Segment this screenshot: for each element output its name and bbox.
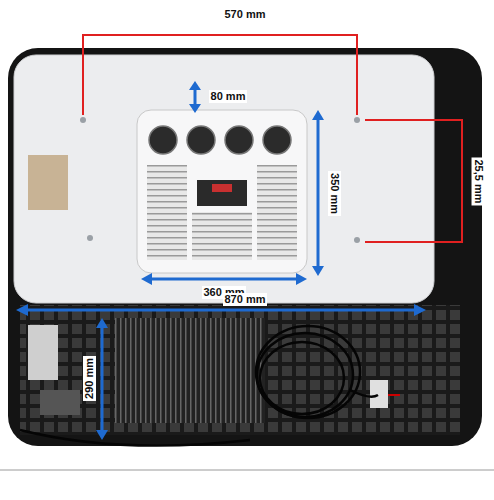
- blue-dimension-arrows: [16, 81, 426, 440]
- display: [197, 180, 247, 206]
- grille: [147, 165, 187, 260]
- indoor-unit: [137, 110, 307, 273]
- dimension-label: 870 mm: [223, 293, 268, 306]
- connector: [370, 380, 388, 408]
- cable: [20, 326, 378, 446]
- grille: [257, 165, 297, 260]
- coil: [115, 318, 265, 423]
- dimension-label: 25,5 mm: [472, 157, 485, 205]
- red-dimension-lines: [83, 35, 462, 242]
- top-panel: [14, 55, 434, 303]
- dimension-label: 80 mm: [209, 90, 248, 103]
- grille: [192, 212, 252, 260]
- wire: [388, 394, 400, 396]
- sticker: [28, 155, 68, 210]
- ground-line: [0, 470, 494, 471]
- lower-grille: [20, 305, 460, 435]
- component: [40, 390, 80, 415]
- display-digits: [212, 184, 232, 192]
- vents: [149, 126, 291, 154]
- component: [28, 325, 58, 380]
- dimension-label: 350 mm: [327, 171, 340, 216]
- dimension-label: 570 mm: [223, 8, 268, 21]
- housing: [8, 48, 482, 446]
- dimension-label: 290 mm: [82, 356, 95, 401]
